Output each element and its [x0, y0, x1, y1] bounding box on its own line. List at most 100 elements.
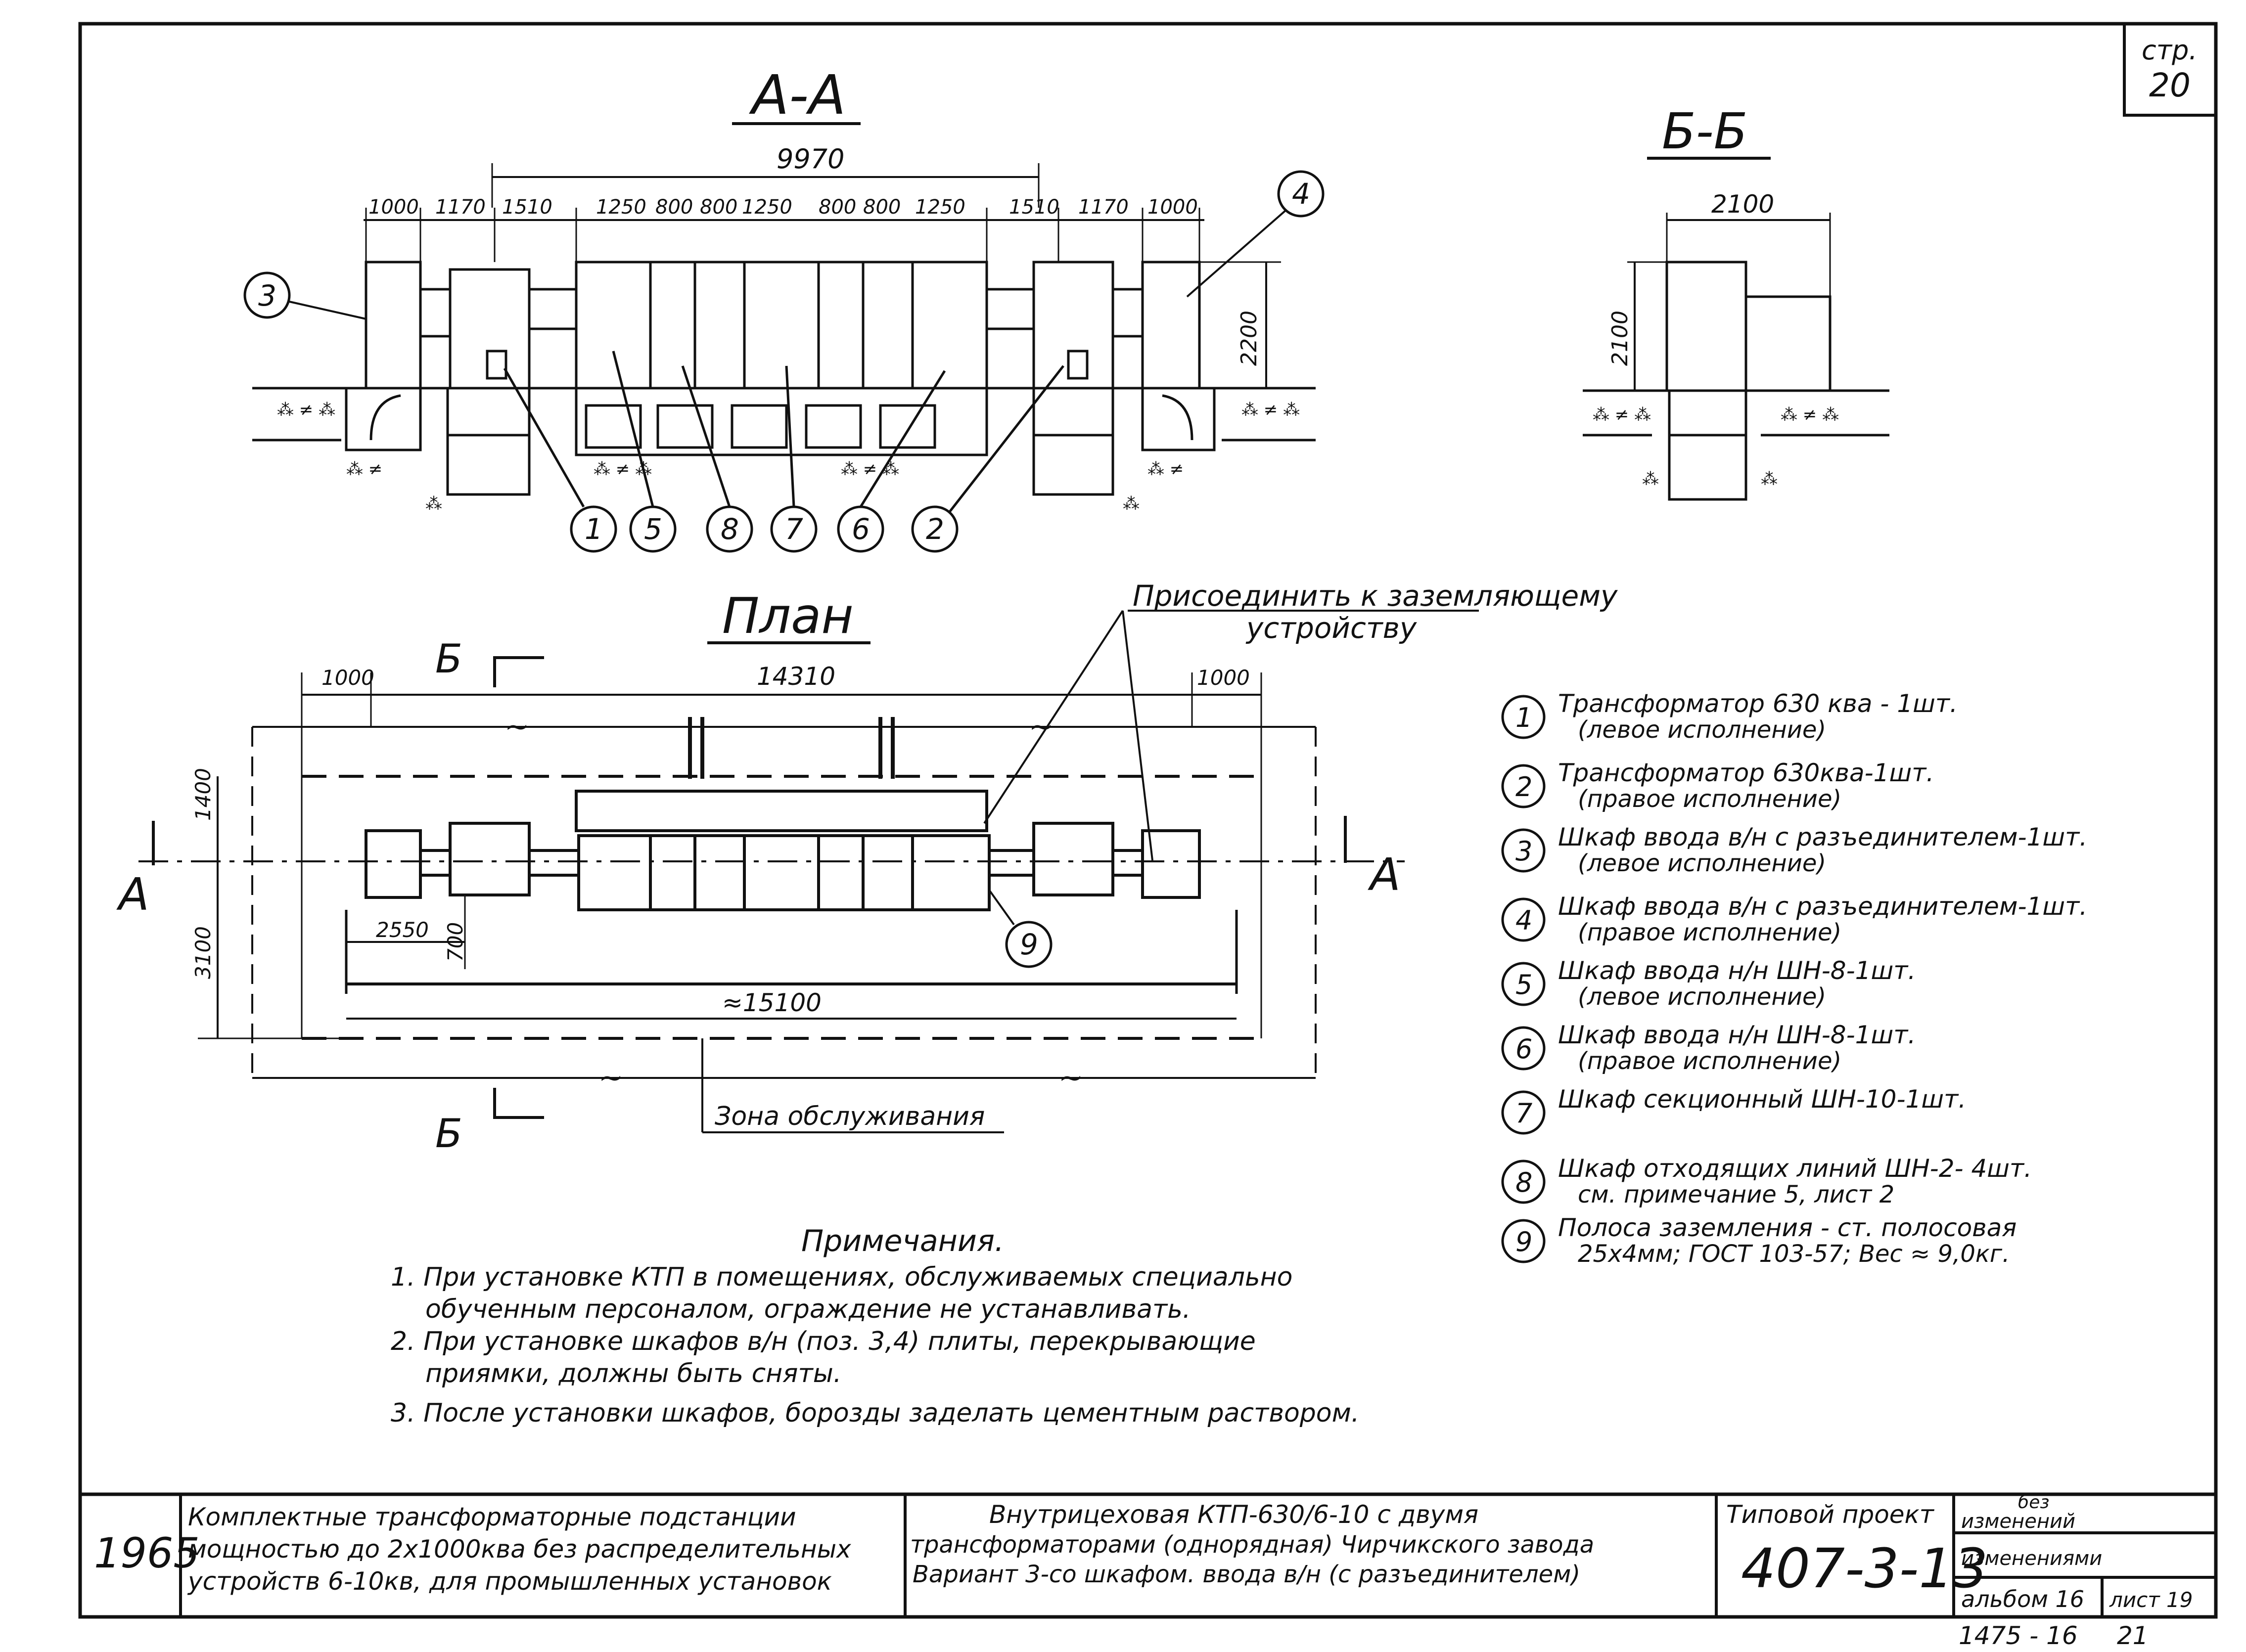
plan-dim-1000-right: 1000 — [1197, 666, 1250, 690]
legend-line2: (левое исполнение) — [1578, 849, 1826, 877]
svg-text:~: ~ — [598, 1061, 623, 1095]
plan-break-marks: ~ ~ ~ ~ — [504, 710, 1083, 1095]
callout-6: 6 — [852, 512, 870, 546]
legend-number: 4 — [1515, 905, 1532, 936]
ground-note-line1: Присоединить к заземляющему — [1133, 579, 1618, 613]
dim-1170-right: 1170 — [1078, 196, 1129, 219]
dim-chain: 1000 1170 1510 1250 800 800 1250 800 800… — [368, 196, 1198, 219]
svg-text:4: 4 — [1292, 177, 1310, 211]
legend-line1: Трансформатор 630ква-1шт. — [1558, 759, 1934, 787]
plan-dim-700: 700 — [443, 922, 467, 962]
legend-line2: (левое исполнение) — [1578, 716, 1826, 744]
legend-number: 5 — [1515, 969, 1532, 1000]
plan-operating-panel — [575, 790, 988, 832]
plan-hv-cabinet-left — [365, 829, 422, 899]
notes-title: Примечания. — [801, 1224, 1004, 1258]
dim-1510-right: 1510 — [1009, 196, 1059, 219]
dim-800-c: 800 — [819, 196, 856, 219]
plan-transformer-right — [1032, 822, 1114, 896]
svg-text:⁂ ≠: ⁂ ≠ — [1147, 459, 1184, 479]
earth-hatching: ⁂ ≠ ⁂ ⁂ ≠ ⁂ ⁂ ≠ ⁂ ≠ ⁂ ⁂ ≠ ⁂ ⁂ ≠ ⁂ ⁂ — [277, 400, 1300, 514]
notes: Примечания. 1. При установке КТП в помещ… — [391, 1224, 1359, 1428]
dim-bb-2100-height: 2100 — [1607, 311, 1633, 366]
transformer-left — [449, 268, 531, 390]
legend-number: 9 — [1515, 1226, 1532, 1257]
tb-desc-line3: устройств 6-10кв, для промышленных устан… — [187, 1567, 832, 1596]
legend-line1: Шкаф ввода н/н ШН-8-1шт. — [1558, 956, 1916, 985]
legend-number-circle — [1501, 764, 1546, 808]
legend-line1: Шкаф ввода н/н ШН-8-1шт. — [1558, 1021, 1916, 1049]
plan-section-mark-a-right: А — [1368, 849, 1401, 901]
legend-line1: Полоса заземления - ст. полосовая — [1558, 1213, 2017, 1242]
tb-footer-page: 21 — [2117, 1621, 2149, 1650]
plan-hv-cabinet-right — [1141, 829, 1201, 899]
plan-dim-1000-left: 1000 — [321, 666, 374, 690]
dim-9970: 9970 — [777, 143, 844, 175]
tb-title-line2: трансформаторами (однорядная) Чирчикског… — [910, 1531, 1594, 1559]
dim-2200: 2200 — [1237, 311, 1262, 366]
legend-number-circle — [1501, 962, 1546, 1006]
svg-text:⁂: ⁂ — [1642, 469, 1659, 489]
legend-line1: Шкаф ввода в/н с разъединителем-1шт. — [1558, 823, 2087, 851]
legend-line1: Шкаф отходящих линий ШН-2- 4шт. — [1558, 1154, 2032, 1183]
tb-desc-line2: мощностью до 2х1000ква без распределител… — [188, 1535, 851, 1563]
dim-800-d: 800 — [863, 196, 901, 219]
plan-service-zone-label: Зона обслуживания — [715, 1102, 985, 1131]
legend-line2: (левое исполнение) — [1578, 983, 1826, 1011]
callout-2: 2 — [926, 512, 944, 546]
legend-line1: Шкаф ввода в/н с разъединителем-1шт. — [1558, 892, 2087, 921]
dim-1510-left: 1510 — [502, 196, 552, 219]
bb-transformer — [1665, 261, 1747, 392]
tb-project-label: Типовой проект — [1726, 1500, 1935, 1529]
dim-1000-right: 1000 — [1147, 196, 1198, 219]
legend-number-circle — [1501, 828, 1546, 873]
sheet-label: стр. — [2142, 35, 2198, 66]
tb-sheet: лист 19 — [2109, 1588, 2193, 1612]
legend-number-circle — [1501, 1026, 1546, 1071]
svg-text:⁂ ≠ ⁂: ⁂ ≠ ⁂ — [841, 459, 899, 479]
dim-800-a: 800 — [655, 196, 693, 219]
legend-number-circle — [1501, 1160, 1546, 1204]
sheet-number: 20 — [2149, 66, 2191, 104]
legend-number-circle — [1501, 695, 1546, 739]
callout-7: 7 — [785, 512, 803, 546]
note-line-3: 2. При установке шкафов в/н (поз. 3,4) п… — [391, 1327, 1256, 1356]
svg-text:~: ~ — [1029, 710, 1054, 744]
legend-number-circle — [1501, 897, 1546, 942]
svg-text:⁂: ⁂ — [425, 494, 442, 514]
tb-changes-line1: без — [2018, 1492, 2050, 1513]
tb-changes-line2: изменений — [1961, 1510, 2075, 1533]
callout-8: 8 — [721, 512, 739, 546]
tb-title-line3: Вариант 3-со шкафом. ввода в/н (с разъед… — [913, 1561, 1580, 1588]
note-line-5: 3. После установки шкафов, борозды задел… — [391, 1398, 1359, 1428]
svg-text:3: 3 — [258, 279, 276, 313]
tb-project-number: 407-3-13 — [1741, 1537, 1988, 1600]
legend-number: 3 — [1515, 836, 1532, 867]
lv-switchboard — [575, 261, 988, 390]
dim-800-b: 800 — [700, 196, 737, 219]
plan-transformer-left — [449, 822, 531, 896]
legend-item-5: 5 Шкаф ввода н/н ШН-8-1шт.(левое исполнен… — [1501, 956, 1916, 1011]
tb-desc-line1: Комплектные трансформаторные подстанции — [188, 1503, 796, 1531]
legend-number: 6 — [1515, 1033, 1532, 1065]
legend-item-3: 3 Шкаф ввода в/н с разъединителем-1шт.(ле… — [1501, 823, 2087, 877]
plan-dim-1400: 1400 — [191, 768, 215, 821]
legend-number: 1 — [1515, 702, 1532, 733]
callout-1: 1 — [585, 512, 603, 546]
hv-cabinet-left — [365, 261, 422, 390]
plan-dim-15100: ≈15100 — [722, 988, 822, 1017]
svg-text:⁂ ≠ ⁂: ⁂ ≠ ⁂ — [1593, 405, 1651, 425]
section-bb-title: Б-Б — [1662, 102, 1747, 160]
plan-view: План Присоединить к заземляющему устройс… — [116, 579, 1618, 1157]
svg-text:⁂ ≠: ⁂ ≠ — [346, 459, 382, 479]
hv-cabinet-right — [1141, 261, 1201, 390]
legend-number: 8 — [1515, 1167, 1532, 1198]
plan-section-mark-a-left: А — [116, 869, 149, 921]
